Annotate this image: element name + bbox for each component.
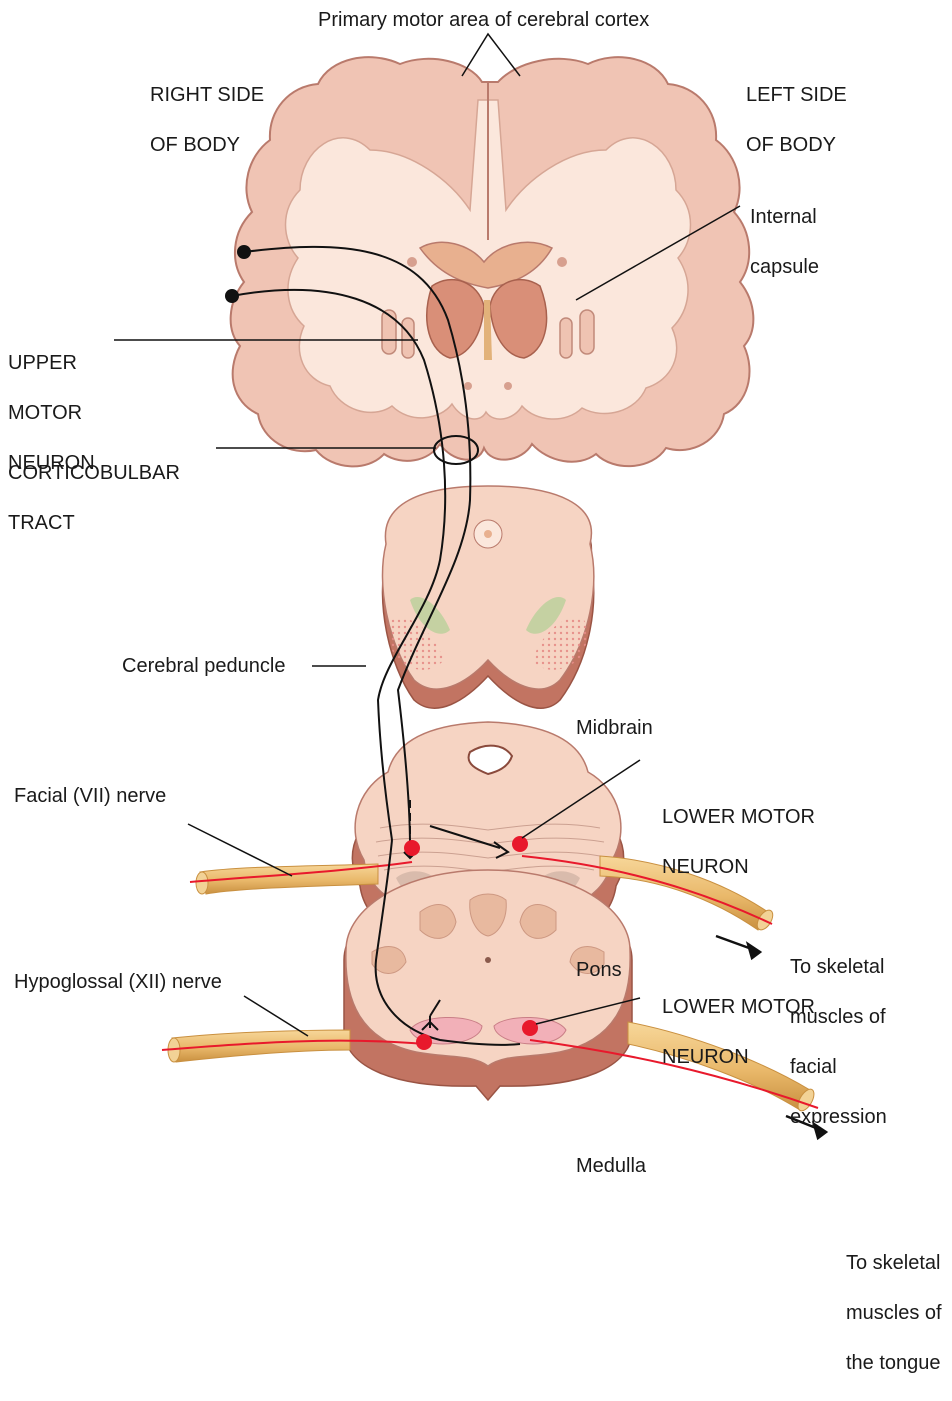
label-facial-nerve: Facial (VII) nerve (14, 784, 166, 809)
label-line: MOTOR (8, 401, 95, 426)
label-left-side-of-body: LEFT SIDE OF BODY (746, 58, 847, 183)
label-primary-motor-area: Primary motor area of cerebral cortex (318, 8, 649, 33)
medulla-section (344, 870, 632, 1100)
label-to-tongue-muscles: To skeletal muscles of the tongue (846, 1226, 942, 1401)
label-line: CORTICOBULBAR (8, 461, 180, 486)
label-line: LEFT SIDE (746, 83, 847, 108)
label-line: OF BODY (746, 133, 847, 158)
label-medulla: Medulla (576, 1154, 646, 1179)
label-hypoglossal-nerve: Hypoglossal (XII) nerve (14, 970, 222, 995)
label-line: muscles of (846, 1301, 942, 1326)
brain-coronal-section (231, 57, 754, 466)
label-corticobulbar-tract: CORTICOBULBAR TRACT (8, 436, 180, 561)
label-internal-capsule: Internal capsule (750, 180, 819, 305)
label-line: the tongue (846, 1351, 942, 1376)
label-line: Internal (750, 205, 819, 230)
label-line: OF BODY (150, 133, 264, 158)
label-line: expression (790, 1105, 887, 1130)
label-midbrain: Midbrain (576, 716, 653, 741)
label-right-side-of-body: RIGHT SIDE OF BODY (150, 58, 264, 183)
label-lower-motor-neuron-medulla: LOWER MOTOR NEURON (662, 970, 815, 1095)
label-line: NEURON (662, 1045, 815, 1070)
label-pons: Pons (576, 958, 622, 983)
midbrain-section (382, 486, 593, 708)
label-line: capsule (750, 255, 819, 280)
label-line: RIGHT SIDE (150, 83, 264, 108)
label-line: To skeletal (846, 1251, 942, 1276)
label-lower-motor-neuron-pons: LOWER MOTOR NEURON (662, 780, 815, 905)
label-cerebral-peduncle: Cerebral peduncle (122, 654, 285, 679)
label-line: UPPER (8, 351, 95, 376)
label-line: LOWER MOTOR (662, 805, 815, 830)
label-line: LOWER MOTOR (662, 995, 815, 1020)
label-line: NEURON (662, 855, 815, 880)
label-line: TRACT (8, 511, 180, 536)
